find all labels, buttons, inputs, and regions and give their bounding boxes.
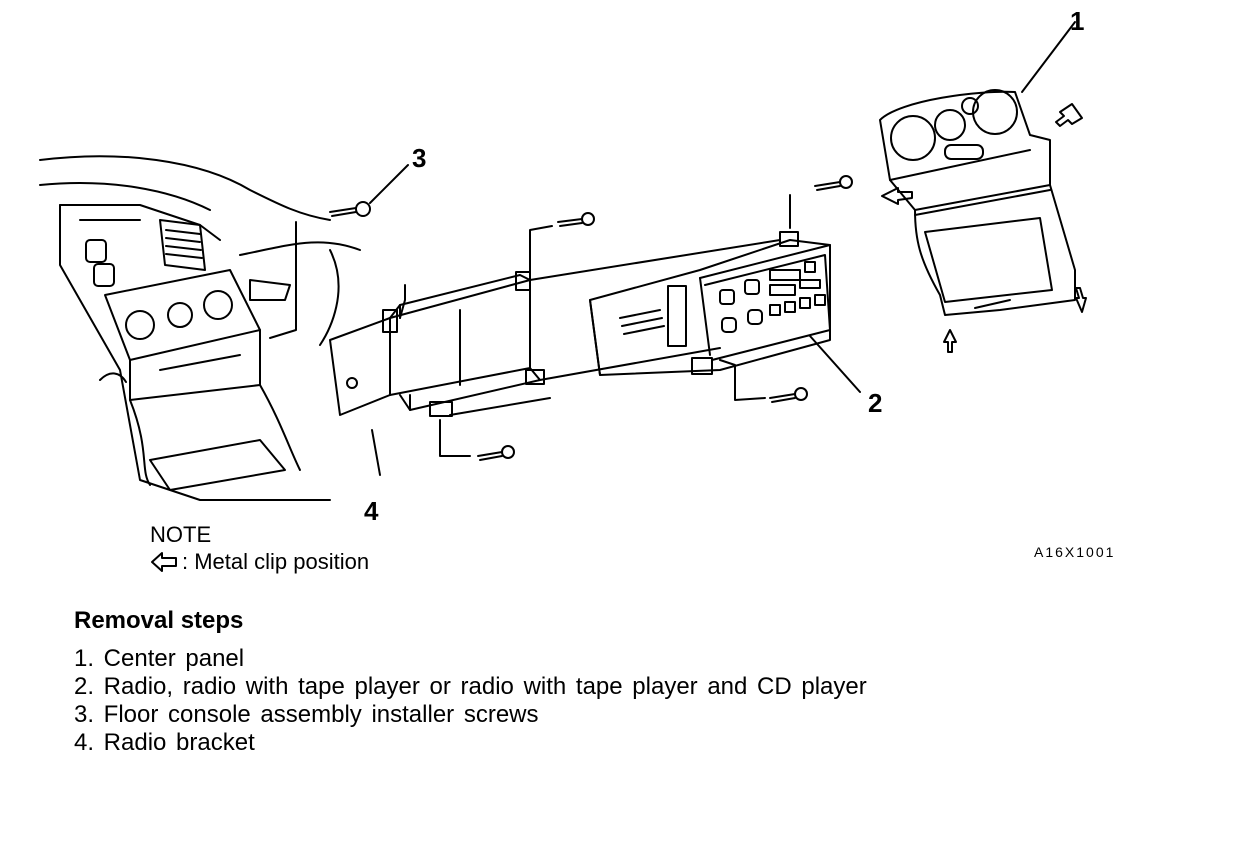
bracket-screw-top-icon [557,212,595,227]
note-text: : Metal clip position [182,549,370,574]
removal-step: 2. Radio, radio with tape player or radi… [74,673,867,700]
removal-step: 3. Floor console assembly installer scre… [74,701,539,728]
screw-3-icon [269,201,371,339]
radio-bracket-illustration [329,225,553,417]
metal-clip-legend-arrow-icon [151,552,177,572]
center-panel-illustration [879,89,1076,316]
removal-steps-list: 1. Center panel 2. Radio, radio with tap… [74,645,867,757]
note-line: : Metal clip position [150,549,369,575]
note-title: NOTE [150,522,212,547]
removal-step: 1. Center panel [74,645,245,672]
callout-2: 2 [868,388,882,418]
metal-clip-arrow-icon [881,103,1087,353]
callout-4: 4 [364,496,379,526]
removal-step: 4. Radio bracket [74,729,255,756]
removal-steps-title: Removal steps [74,607,244,634]
radio-unit-illustration [589,194,831,401]
figure-code: A16X1001 [1034,544,1116,560]
dashboard-illustration [39,155,361,501]
bracket-screw-bottom-icon [439,419,515,461]
exploded-view-diagram: 1 3 2 4 [39,6,1087,526]
radio-screw-bottom-icon [769,387,808,403]
radio-screw-top-icon [814,175,853,191]
callout-1: 1 [1070,6,1084,36]
callout-3: 3 [412,143,426,173]
